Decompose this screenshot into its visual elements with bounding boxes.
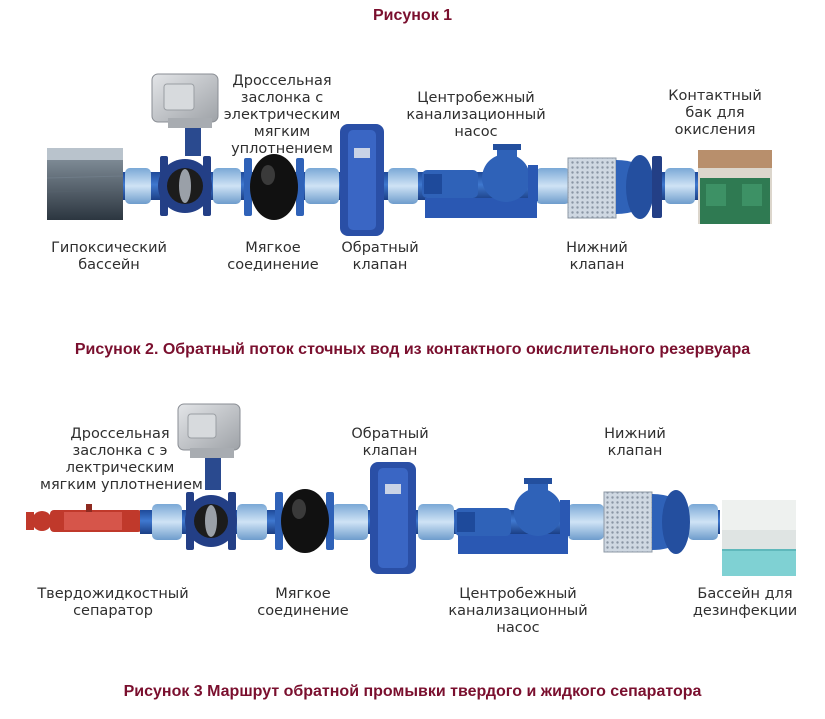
centrifugal-pump-icon bbox=[422, 144, 538, 218]
label-separator: Твердожидкостный сепаратор bbox=[37, 586, 189, 619]
label-disinfection-pool: Бассейн для дезинфекции bbox=[692, 586, 798, 619]
label-butterfly-valve-1: Дроссельная заслонка с электрическим мяг… bbox=[223, 73, 341, 157]
butterfly-valve-icon bbox=[177, 403, 241, 550]
label-soft-joint-2: Мягкое соединение bbox=[257, 586, 349, 619]
disinfection-pool-image bbox=[722, 500, 796, 576]
foot-valve-icon bbox=[567, 155, 662, 219]
label-check-valve-1: Обратный клапан bbox=[341, 240, 419, 273]
label-soft-joint-1: Мягкое соединение bbox=[227, 240, 319, 273]
label-centrifugal-pump-2: Центробежный канализационный насос bbox=[448, 586, 588, 636]
label-foot-valve-1: Нижний клапан bbox=[566, 240, 628, 273]
butterfly-valve-icon bbox=[151, 73, 219, 216]
label-contact-tank: Контактный бак для окисления bbox=[668, 88, 762, 138]
figure1-title: Рисунок 1 bbox=[372, 7, 453, 24]
centrifugal-pump-icon bbox=[455, 478, 570, 554]
soft-joint-icon bbox=[275, 489, 334, 553]
pipe-couplings-1 bbox=[125, 168, 695, 204]
diagram-route-1 bbox=[46, 73, 772, 236]
check-valve-icon bbox=[370, 462, 416, 574]
label-check-valve-2: Обратный клапан bbox=[351, 426, 429, 459]
figure2-title: Рисунок 2. Обратный поток сточных вод из… bbox=[74, 341, 751, 358]
diagram-route-2 bbox=[26, 403, 796, 576]
foot-valve-icon bbox=[603, 490, 690, 554]
label-foot-valve-2: Нижний клапан bbox=[604, 426, 666, 459]
hypoxic-pool-image bbox=[46, 148, 124, 220]
separator-icon bbox=[26, 504, 142, 532]
label-hypoxic-pool: Гипоксический бассейн bbox=[51, 240, 167, 273]
contact-tank-image bbox=[698, 150, 772, 224]
label-centrifugal-pump-1: Центробежный канализационный насос bbox=[406, 90, 546, 140]
check-valve-icon bbox=[340, 124, 384, 236]
figure3-title: Рисунок 3 Маршрут обратной промывки твер… bbox=[123, 683, 702, 700]
pipe-couplings-2 bbox=[152, 504, 718, 540]
soft-joint-icon bbox=[244, 154, 304, 220]
label-butterfly-valve-2: Дроссельная заслонка с э лектрическим мя… bbox=[40, 426, 203, 493]
